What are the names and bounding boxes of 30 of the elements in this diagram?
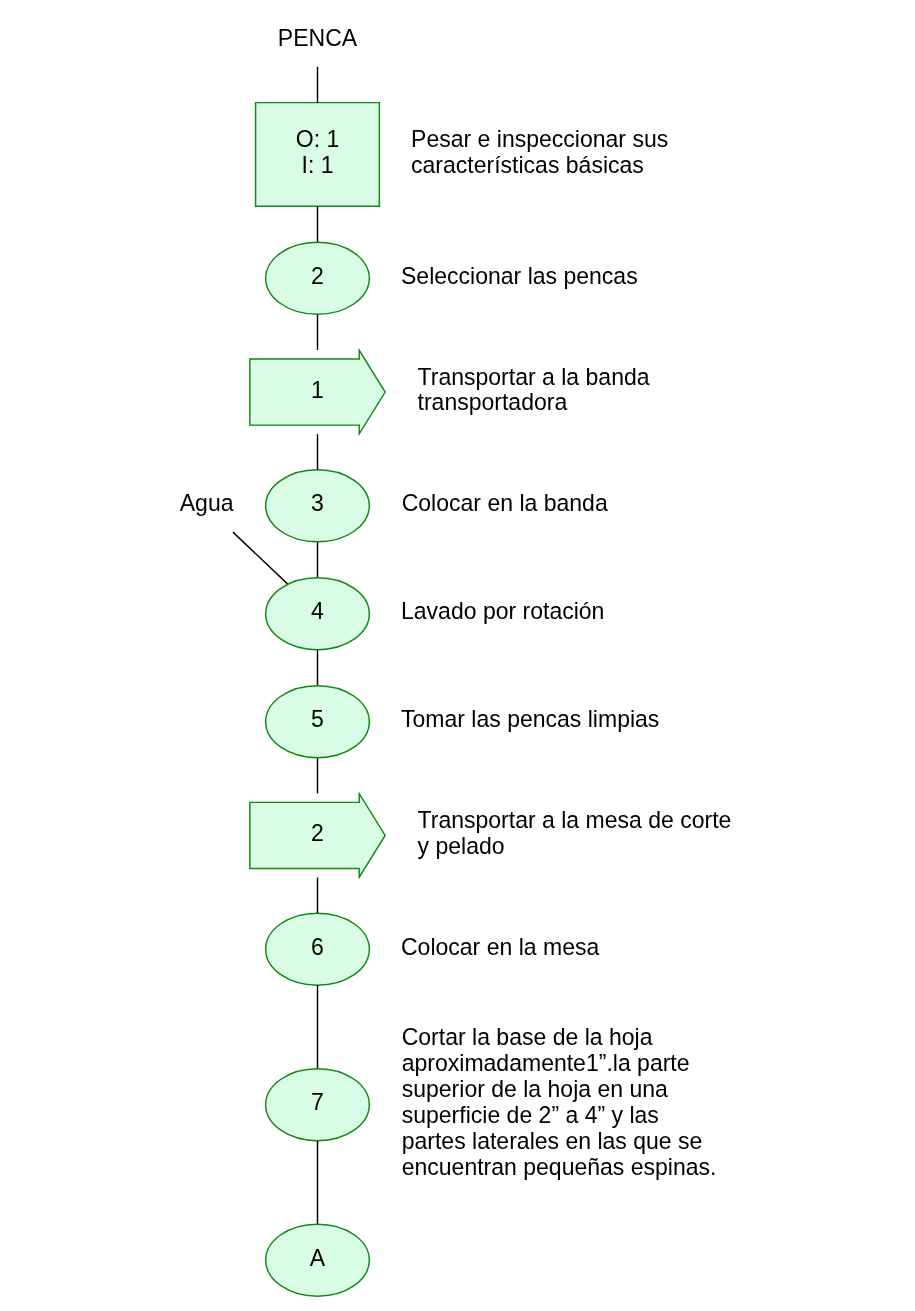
- node-label: Tomar las pencas limpias: [400, 706, 660, 733]
- node-label: Transportar a la mesa de corte y pelado: [417, 806, 732, 859]
- node-text: Agua: [179, 490, 234, 517]
- node-ellipse: 5: [264, 685, 371, 759]
- node-label: Colocar en la banda: [401, 490, 608, 517]
- node-box: O: 1 I: 1: [254, 101, 381, 208]
- connector: [232, 531, 289, 585]
- node-ellipse: 3: [264, 469, 371, 543]
- node-ellipse: 7: [264, 1068, 371, 1142]
- node-ellipse: 4: [264, 577, 371, 651]
- connector: [316, 984, 319, 1069]
- node-label: Pesar e inspeccionar sus características básicas: [411, 126, 669, 178]
- connector: [316, 876, 319, 914]
- connector: [316, 314, 319, 351]
- connector: [316, 649, 319, 686]
- node-label: Lavado por rotación: [400, 598, 605, 625]
- node-ellipse: 6: [264, 912, 371, 986]
- connector: [316, 757, 319, 795]
- connector: [316, 66, 319, 104]
- connector: [316, 1140, 319, 1225]
- connector: [316, 205, 319, 243]
- node-text: PENCA: [277, 25, 358, 52]
- node-label: Colocar en la mesa: [400, 933, 600, 960]
- node-label: Seleccionar las pencas: [400, 262, 638, 289]
- connector: [316, 541, 319, 578]
- node-ellipse: 2: [264, 241, 371, 315]
- node-label: Transportar a la banda transportadora: [417, 363, 650, 416]
- node-ellipse: A: [264, 1223, 371, 1297]
- connector: [316, 433, 319, 471]
- node-label: Cortar la base de la hoja aproximadamente1”.la parte superior de la hoja en una superficie de 2” a 4” y las partes laterales en las que se encuentran pequeñas espinas.: [401, 1024, 717, 1180]
